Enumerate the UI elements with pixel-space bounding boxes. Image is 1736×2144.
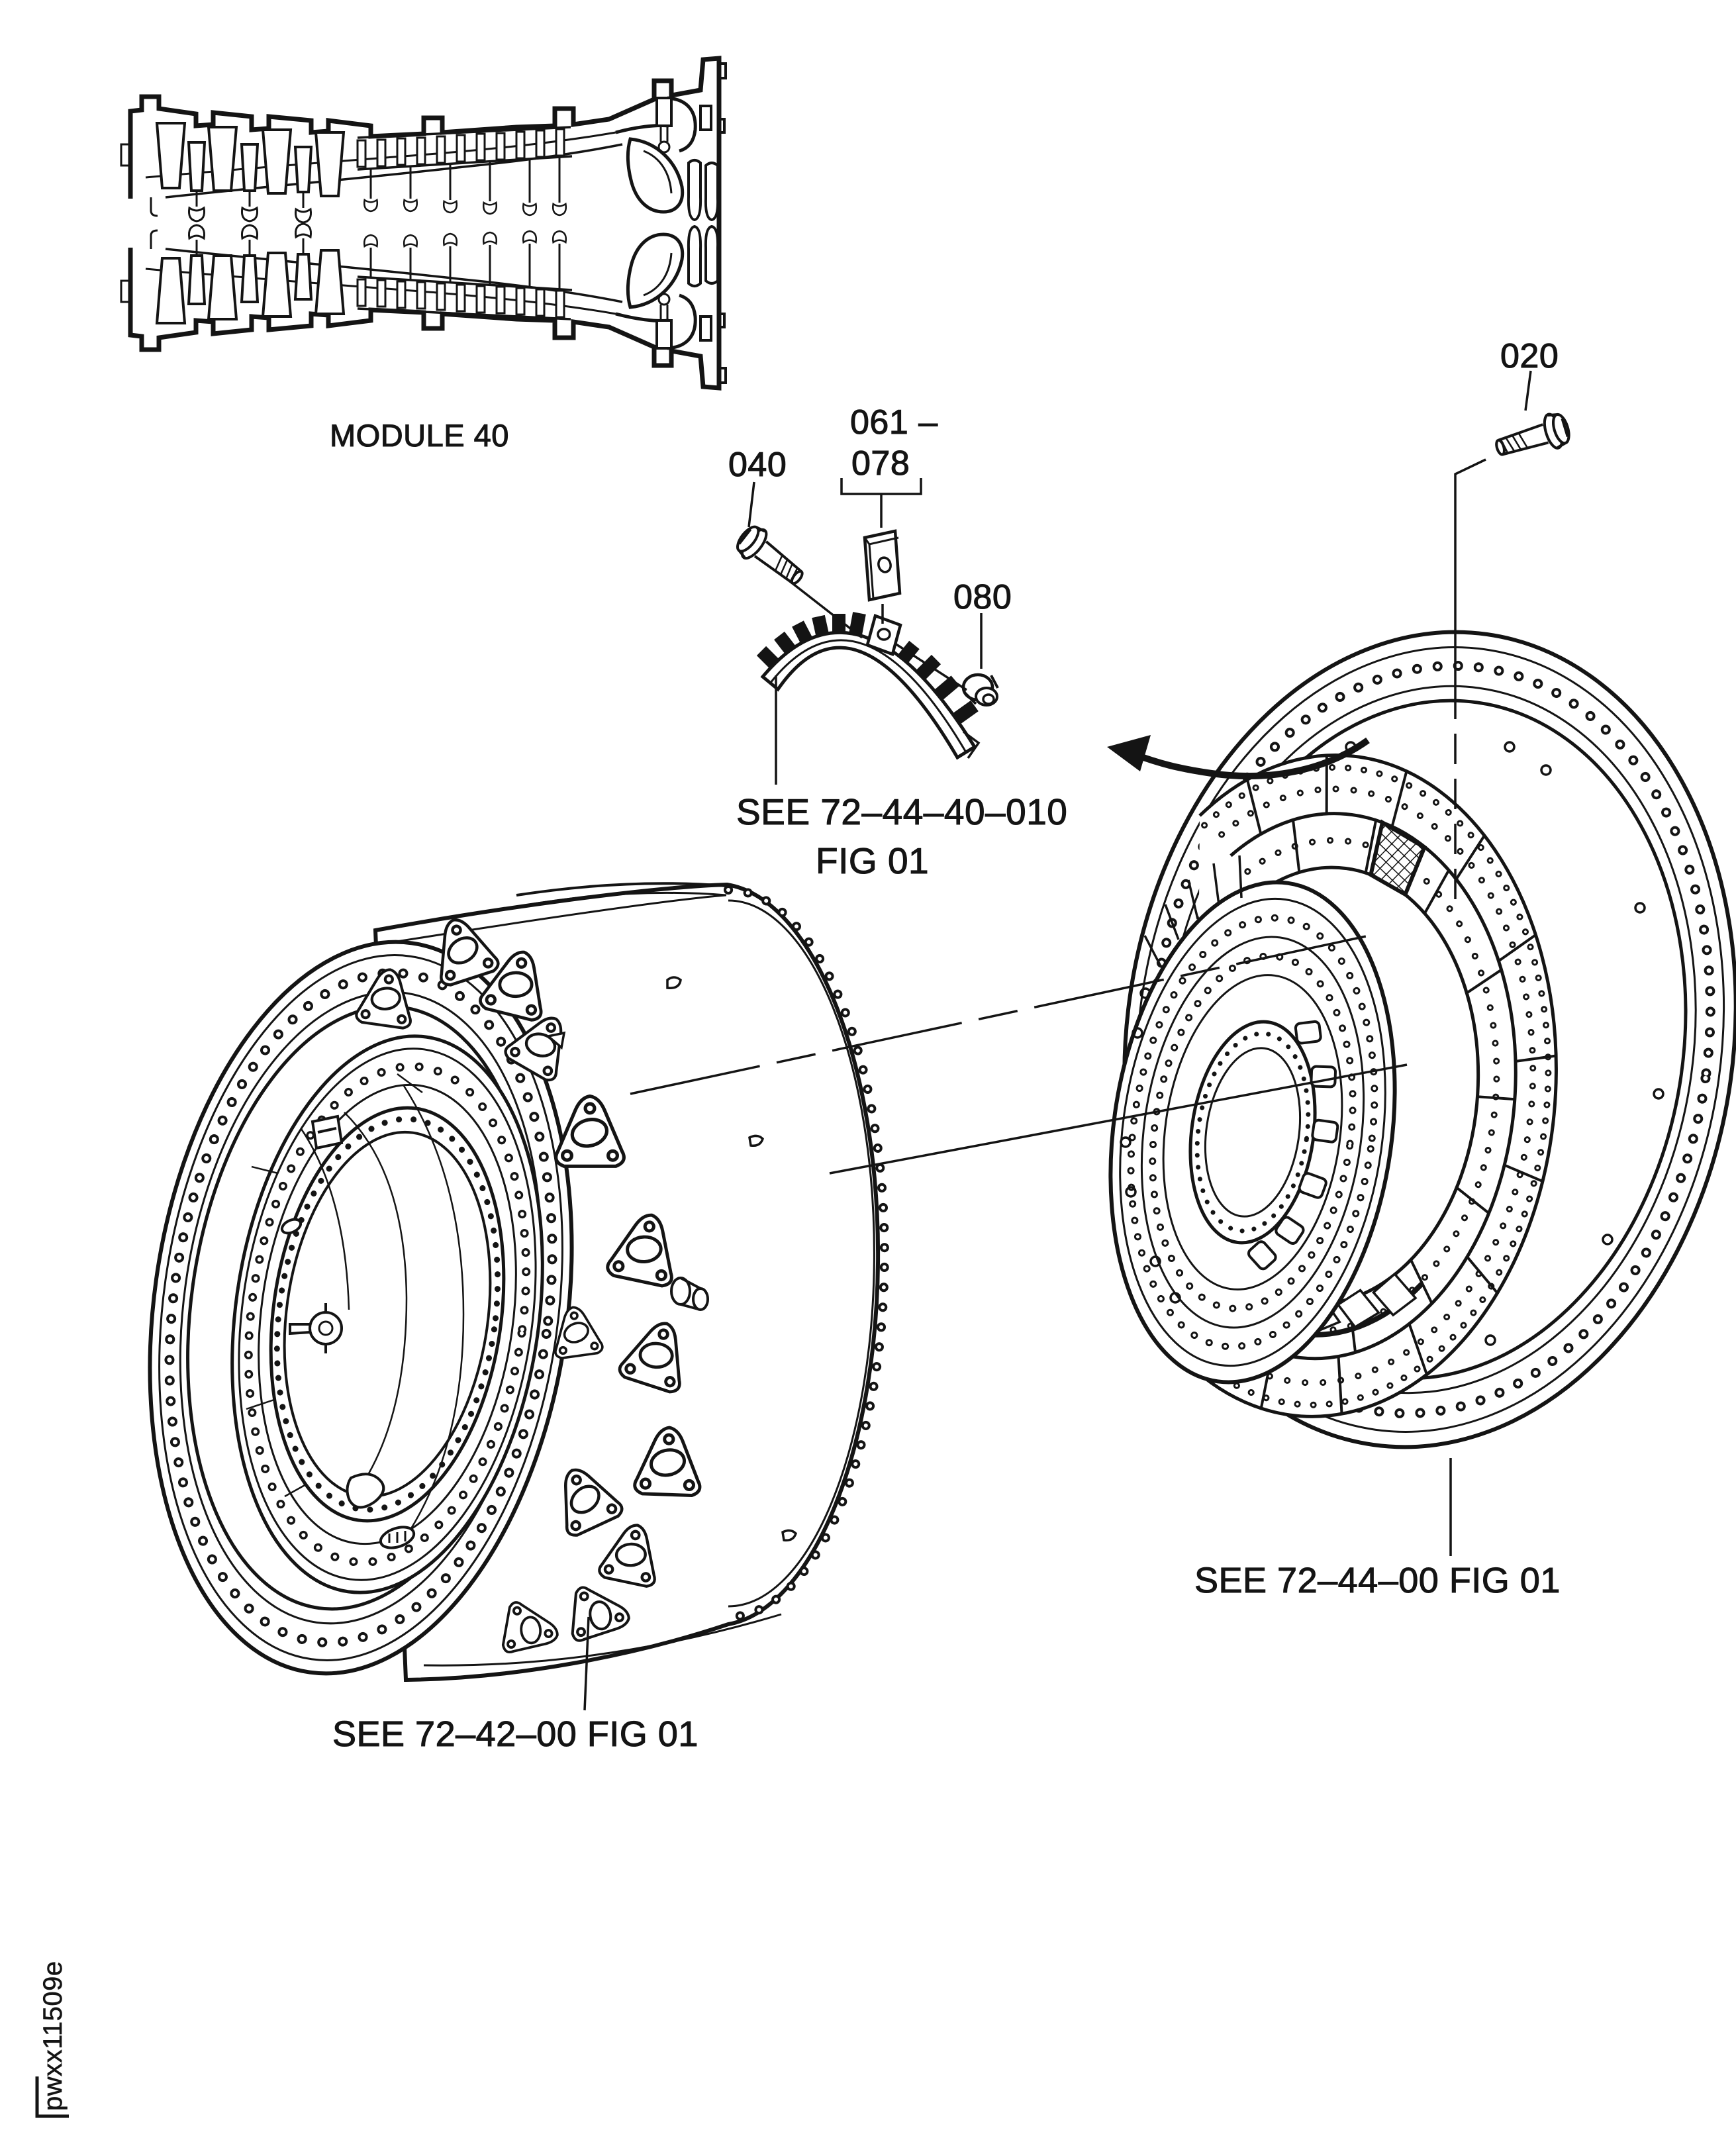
seal-segment-detail	[730, 478, 999, 785]
diffuser-case-ref-label: SEE 72–42–00 FIG 01	[332, 1714, 699, 1754]
bolt-040-drawing	[730, 520, 812, 595]
callout-080: 080	[953, 577, 1012, 616]
nut-plate-drawing	[863, 529, 902, 602]
leader-bolt-to-segment	[789, 580, 967, 691]
alignment-leader-lines	[630, 932, 1408, 1175]
leader-020-to-case	[1454, 458, 1486, 689]
callout-040: 040	[728, 445, 787, 484]
plate-code-label: pwxx11509e	[38, 1961, 68, 2111]
callout-061: 061 –	[849, 403, 938, 442]
counterclockwise-removal-arrow	[1107, 735, 1370, 779]
engine-cross-section-drawing	[121, 58, 726, 388]
seal-segment-ref-label: SEE 72–44–40–010	[736, 791, 1068, 832]
highlighted-seal-segment	[1369, 819, 1427, 898]
diffuser-case-drawing	[105, 882, 885, 1682]
leader-020	[1524, 370, 1532, 411]
seal-segment-drawing	[756, 612, 981, 760]
diffuser-front-flange	[105, 940, 617, 1676]
leader-diffuser-ref	[583, 1616, 590, 1711]
callout-020: 020	[1500, 336, 1559, 375]
diffuser-bore-details	[246, 1073, 465, 1549]
seal-segment-fig-label: FIG 01	[815, 840, 930, 881]
bolt-020-drawing	[1492, 410, 1572, 465]
callout-078: 078	[851, 444, 910, 483]
plate-corner-mark	[35, 2076, 69, 2118]
turbine-case-drawing	[1073, 592, 1736, 1486]
bolt-020-group	[1454, 370, 1572, 908]
inner-wall-windows	[1247, 1020, 1339, 1271]
boss-pads	[356, 911, 798, 1661]
grommet-080-drawing	[961, 673, 999, 707]
cylinder-plug	[670, 1277, 709, 1311]
bracket-061-078	[840, 478, 922, 528]
turbine-front-rings	[1080, 855, 1425, 1385]
module-40-label: MODULE 40	[329, 417, 509, 453]
turbine-case-ref-label: SEE 72–44–00 FIG 01	[1194, 1560, 1561, 1600]
leader-040	[747, 481, 755, 528]
center-lug	[289, 1303, 343, 1353]
